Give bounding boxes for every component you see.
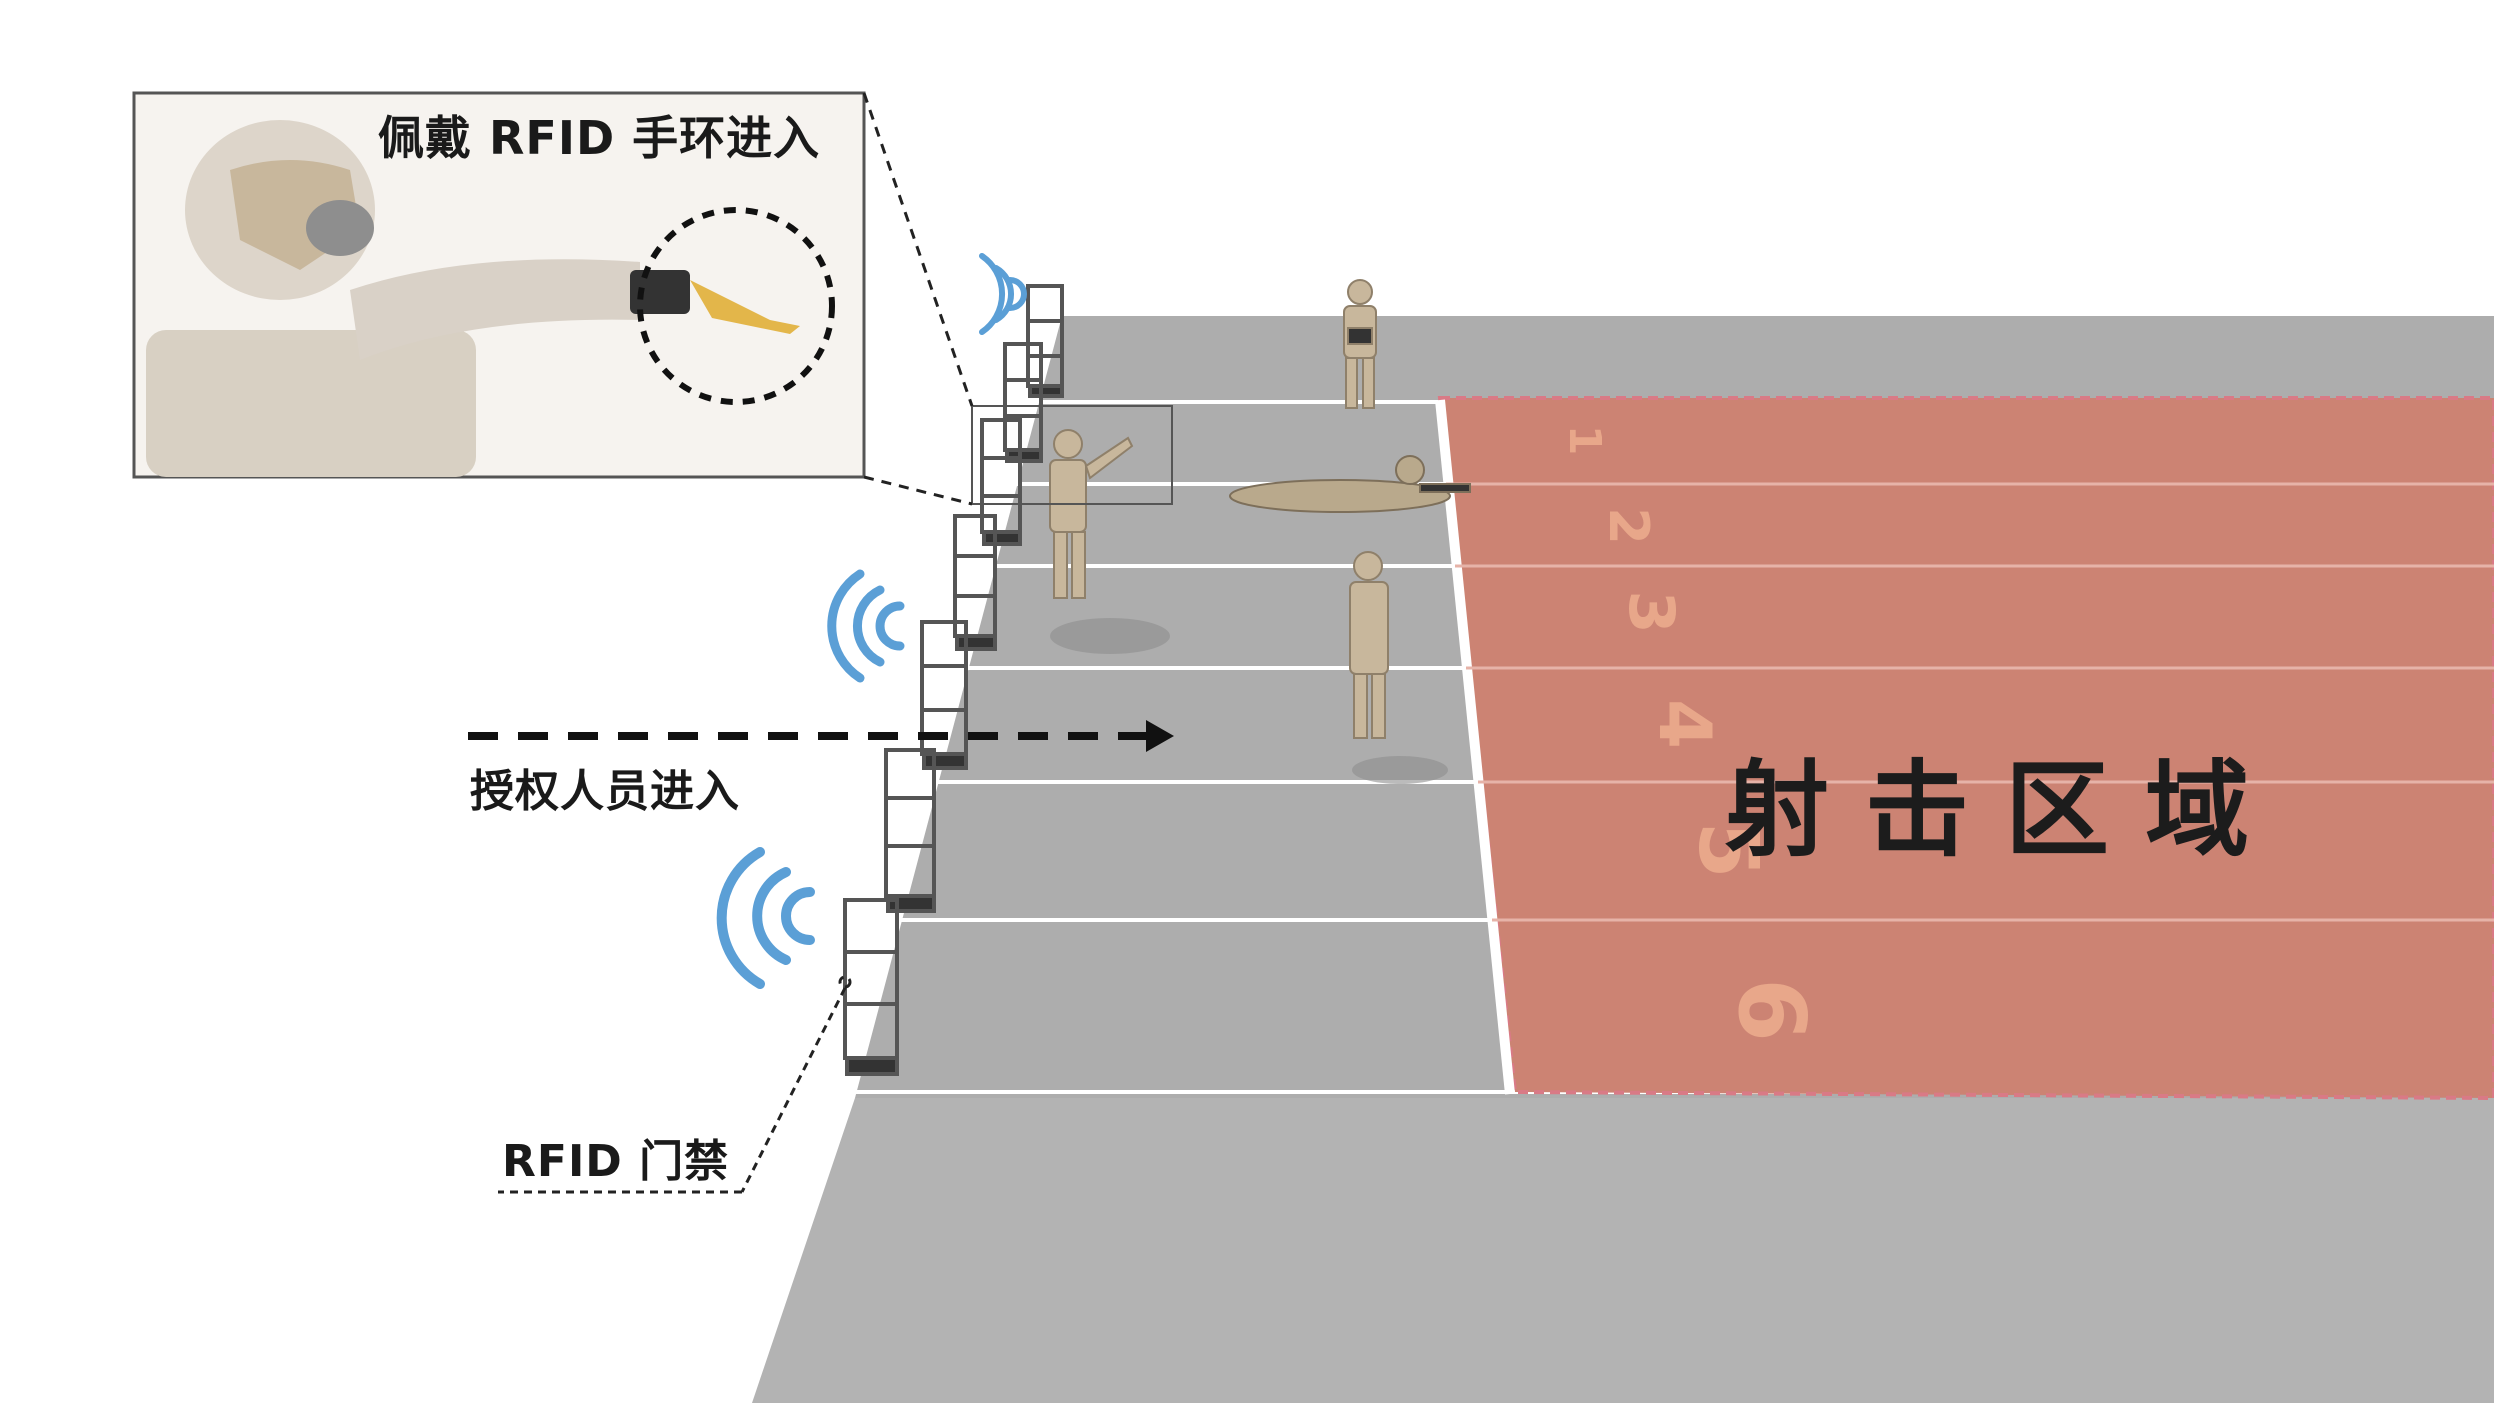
lane-numbers: 1 2 3 4 5 6 xyxy=(1559,425,1825,1042)
lane-number: 6 xyxy=(1718,978,1825,1042)
lane-number: 5 xyxy=(1680,821,1775,878)
wrist-highlight-circle xyxy=(637,207,835,405)
soldier-figure-icon xyxy=(1349,551,1389,739)
wifi-signal-icon xyxy=(979,253,1027,335)
zoom-source-box xyxy=(971,405,1173,505)
soldier-figure-icon xyxy=(1229,455,1471,513)
lane-number: 4 xyxy=(1643,699,1727,749)
wifi-signal-icon xyxy=(716,847,815,989)
lane-number: 1 xyxy=(1559,425,1610,456)
wifi-signal-icon xyxy=(827,569,905,683)
rfid-gate-icon xyxy=(1026,284,1064,398)
soldier-figure-icon xyxy=(1049,429,1134,599)
lane-number: 3 xyxy=(1615,590,1688,633)
shooting-zone-label: 射击区域 xyxy=(1725,749,2286,871)
soldier-figure-icon xyxy=(1343,279,1377,409)
rfid-gate-row xyxy=(843,284,1064,1076)
callout-leader-lines xyxy=(862,92,974,506)
gate-leader-line xyxy=(498,975,852,1194)
rfid-gate-icon xyxy=(980,418,1022,546)
wristband-entry-label: 佩戴 RFID 手环进入 xyxy=(378,111,821,165)
ground-floor xyxy=(752,1098,2494,1403)
rfid-gate-icon xyxy=(884,748,936,913)
rfid-gate-icon xyxy=(843,898,899,1076)
rfid-gate-label: RFID 门禁 xyxy=(502,1136,730,1187)
arrow-right-icon xyxy=(468,720,1174,752)
lane-number: 2 xyxy=(1597,507,1660,545)
firing-line xyxy=(1435,399,1515,1095)
authorized-entry-label: 授权人员进入 xyxy=(470,766,740,817)
rfid-gate-icon xyxy=(1003,342,1043,463)
callout-soldier-illustration xyxy=(146,120,835,477)
figure-shadows xyxy=(1050,618,1448,784)
zone-lane-lines xyxy=(1446,482,2494,922)
